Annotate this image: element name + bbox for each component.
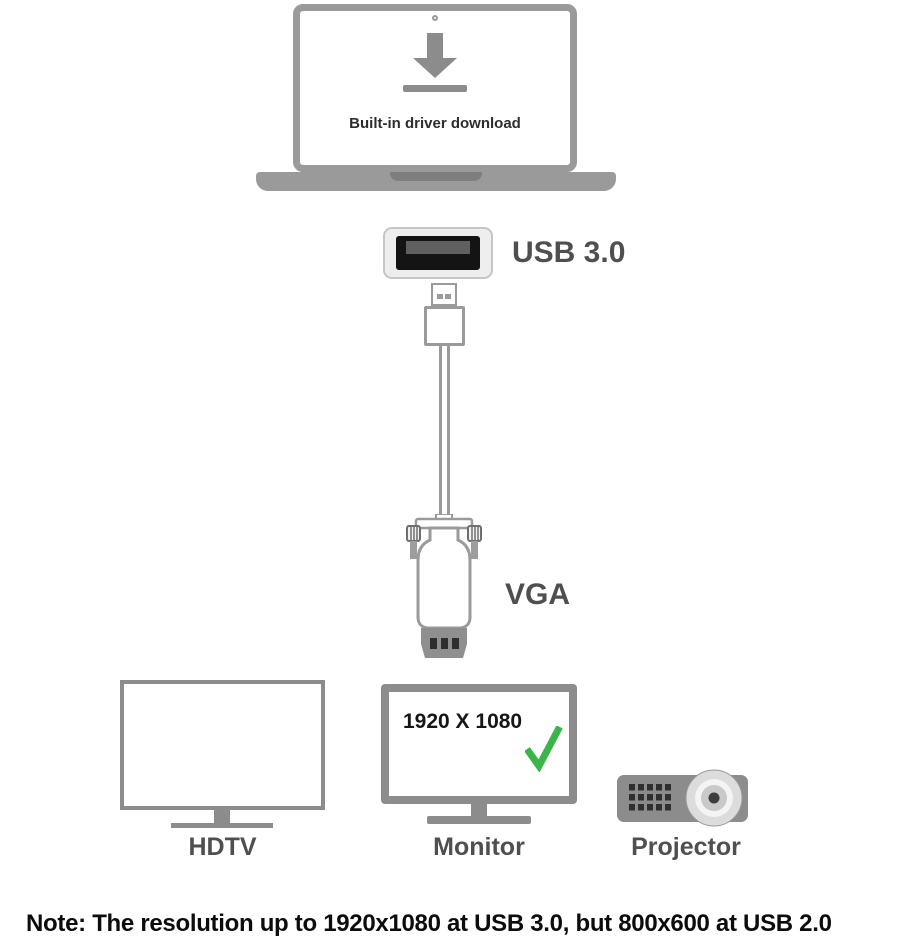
usb-port-tongue — [406, 241, 470, 254]
driver-download-label: Built-in driver download — [349, 115, 521, 132]
usb-port-opening — [396, 236, 480, 270]
laptop-screen: Built-in driver download — [293, 4, 577, 172]
vga-connector-illustration — [406, 514, 482, 658]
monitor-stand-base — [427, 816, 531, 824]
projector-label: Projector — [631, 833, 741, 861]
laptop-base — [256, 172, 616, 191]
usb-port-illustration — [383, 227, 493, 279]
checkmark-icon — [525, 726, 563, 772]
vga-plug-slot — [452, 638, 459, 649]
usb-plug-body — [424, 306, 465, 346]
vga-screw-right — [467, 525, 482, 559]
adapter-cable — [439, 346, 450, 518]
projector-vents — [629, 784, 671, 811]
hdtv-label: HDTV — [188, 833, 257, 861]
webcam-dot-icon — [432, 15, 438, 21]
vga-screw-left — [406, 525, 421, 559]
vga-plug-slot — [441, 638, 448, 649]
projector-illustration — [617, 769, 748, 827]
hdtv-illustration — [120, 680, 325, 810]
hdtv-stand-neck — [214, 810, 230, 823]
note-text: Note: The resolution up to 1920x1080 at … — [26, 910, 832, 937]
usb-plug-hole — [445, 294, 451, 299]
vga-plug-slot — [430, 638, 437, 649]
download-icon — [403, 33, 467, 92]
usb-3-label: USB 3.0 — [512, 236, 626, 269]
monitor-resolution-label: 1920 X 1080 — [403, 710, 523, 733]
monitor-label: Monitor — [433, 833, 525, 861]
usb-plug-hole — [437, 294, 443, 299]
monitor-illustration: 1920 X 1080 — [381, 684, 577, 804]
vga-label: VGA — [505, 578, 571, 611]
vga-connector-body — [416, 526, 472, 630]
laptop-base-notch — [390, 172, 482, 181]
projector-lens-icon — [685, 769, 743, 827]
monitor-stand-neck — [471, 804, 487, 816]
usb-plug-metal — [431, 283, 457, 306]
hdtv-stand-base — [171, 823, 273, 828]
